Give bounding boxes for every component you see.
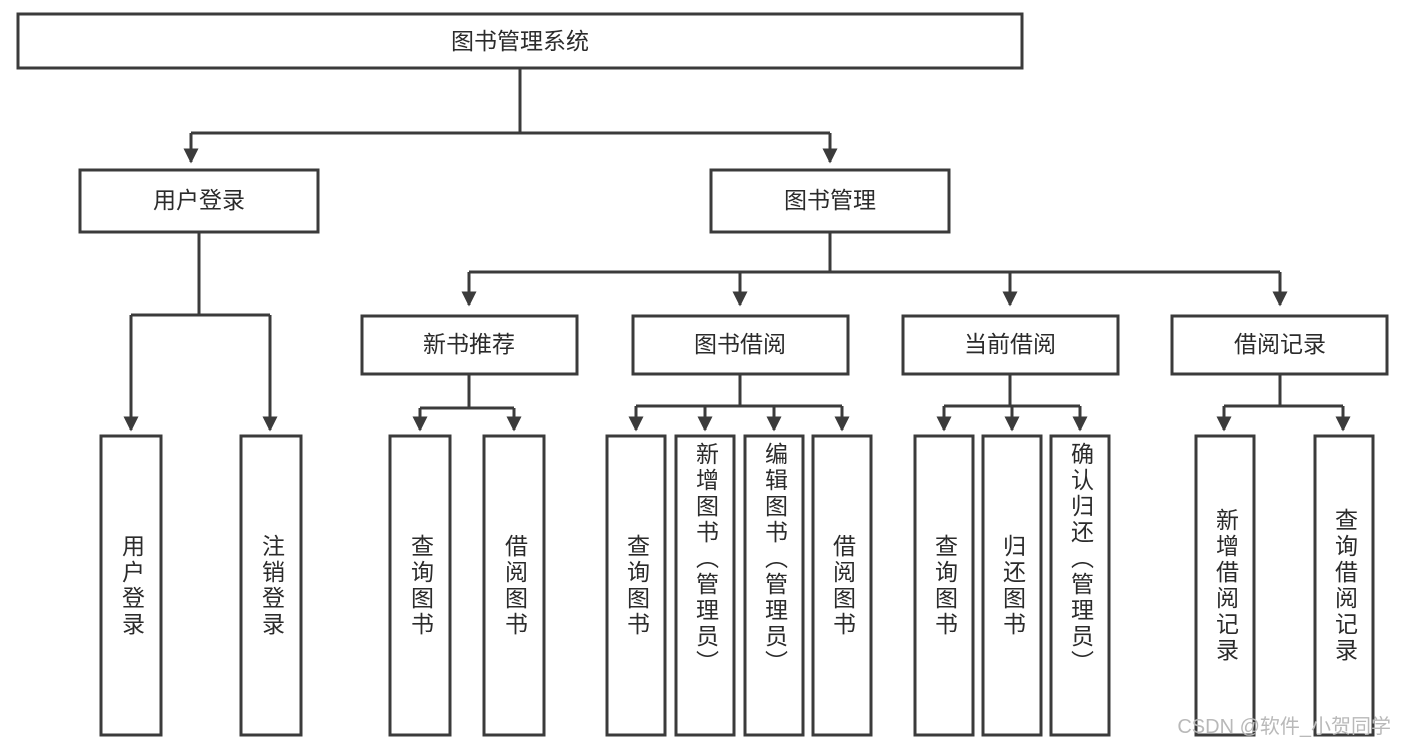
- node-root-label: 图书管理系统: [451, 28, 589, 54]
- leaf-add-book[interactable]: [674, 434, 736, 737]
- node-borrow-record-box[interactable]: [1170, 314, 1389, 376]
- node-new-book-recommend-box[interactable]: [360, 314, 579, 376]
- node-book-borrow-box[interactable]: [631, 314, 850, 376]
- leaf-user-login[interactable]: [99, 434, 163, 737]
- leaf-query-book-3[interactable]: [913, 434, 975, 737]
- node-current-borrow-box[interactable]: [901, 314, 1120, 376]
- leaf-user-logout[interactable]: [239, 434, 303, 737]
- leaf-query-record-box[interactable]: [1313, 434, 1375, 737]
- leaf-query-book-3-box[interactable]: [913, 434, 975, 737]
- node-user-login-label: 用户登录: [153, 187, 245, 213]
- node-book-borrow-label: 图书借阅: [694, 331, 786, 357]
- leaf-user-login-box[interactable]: [99, 434, 163, 737]
- node-root[interactable]: 图书管理系统: [16, 12, 1024, 70]
- leaf-borrow-book-1-box[interactable]: [482, 434, 546, 737]
- node-book-management-label: 图书管理: [784, 187, 876, 213]
- leaf-edit-book[interactable]: [743, 434, 805, 737]
- leaf-edit-book-box[interactable]: [743, 434, 805, 737]
- node-user-login[interactable]: 用户登录: [78, 168, 320, 234]
- node-book-borrow[interactable]: 图书借阅: [631, 314, 850, 376]
- leaf-return-book-box[interactable]: [981, 434, 1043, 737]
- node-new-book-recommend-label: 新书推荐: [423, 331, 515, 357]
- node-borrow-record[interactable]: 借阅记录: [1170, 314, 1389, 376]
- node-user-login-box[interactable]: [78, 168, 320, 234]
- node-borrow-record-label: 借阅记录: [1234, 331, 1326, 357]
- node-current-borrow[interactable]: 当前借阅: [901, 314, 1120, 376]
- leaf-borrow-book-2-box[interactable]: [811, 434, 873, 737]
- node-book-management[interactable]: 图书管理: [709, 168, 951, 234]
- leaf-query-book-1-box[interactable]: [388, 434, 452, 737]
- watermark: CSDN @软件_小贺同学: [1177, 710, 1391, 739]
- leaf-confirm-return[interactable]: [1049, 434, 1111, 737]
- leaf-add-book-box[interactable]: [674, 434, 736, 737]
- node-root-box[interactable]: [16, 12, 1024, 70]
- leaf-query-book-2-box[interactable]: [605, 434, 667, 737]
- node-book-management-box[interactable]: [709, 168, 951, 234]
- connector-layer: [123, 68, 1351, 432]
- node-new-book-recommend[interactable]: 新书推荐: [360, 314, 579, 376]
- leaf-add-record[interactable]: [1194, 434, 1256, 737]
- leaf-return-book[interactable]: [981, 434, 1043, 737]
- watermark-label: CSDN @软件_小贺同学: [1177, 716, 1391, 738]
- leaf-add-record-box[interactable]: [1194, 434, 1256, 737]
- leaf-borrow-book-1[interactable]: [482, 434, 546, 737]
- leaf-user-logout-box[interactable]: [239, 434, 303, 737]
- leaf-confirm-return-box[interactable]: [1049, 434, 1111, 737]
- leaf-query-book-2[interactable]: [605, 434, 667, 737]
- leaf-borrow-book-2[interactable]: [811, 434, 873, 737]
- leaf-query-record[interactable]: [1313, 434, 1375, 737]
- node-current-borrow-label: 当前借阅: [964, 331, 1056, 357]
- leaf-query-book-1[interactable]: [388, 434, 452, 737]
